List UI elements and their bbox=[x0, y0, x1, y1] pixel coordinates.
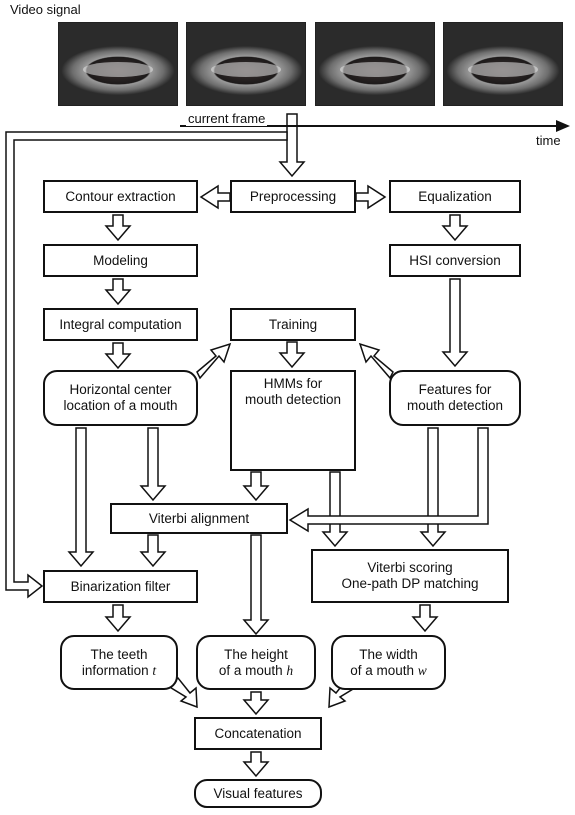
features-line-1: Features for bbox=[418, 382, 492, 397]
teeth-line-2: information bbox=[81, 662, 149, 678]
binarization-filter-box: Binarization filter bbox=[43, 570, 198, 603]
teeth-info-box: The teeth information t bbox=[60, 635, 178, 690]
horizontal-center-line-1: Horizontal center bbox=[69, 382, 172, 397]
arrow-features-to-viterbi-alignment bbox=[288, 427, 489, 533]
viterbi-scoring-line-2: One-path DP matching bbox=[341, 576, 479, 591]
arrow-hmms-to-viterbi-alignment bbox=[242, 471, 270, 502]
video-frame-4 bbox=[443, 22, 563, 106]
integral-computation-box: Integral computation bbox=[43, 308, 198, 341]
features-line-2: mouth detection bbox=[406, 398, 504, 413]
hmms-line-1: HMMs for bbox=[263, 376, 323, 391]
arrow-modeling-to-integral bbox=[104, 278, 132, 306]
arrow-binarization-to-teeth bbox=[104, 604, 132, 633]
arrow-viterbi-scoring-to-width bbox=[411, 604, 439, 633]
hmms-box: HMMs for mouth detection bbox=[230, 370, 356, 471]
visual-features-box: Visual features bbox=[194, 779, 322, 808]
viterbi-alignment-box: Viterbi alignment bbox=[110, 503, 288, 534]
height-symbol: h bbox=[286, 662, 294, 678]
preprocessing-box: Preprocessing bbox=[230, 180, 356, 213]
arrow-frame-to-preprocessing bbox=[278, 113, 306, 178]
arrow-features-to-viterbi-scoring bbox=[419, 427, 447, 548]
viterbi-scoring-box: Viterbi scoring One-path DP matching bbox=[311, 549, 509, 603]
width-symbol: w bbox=[417, 662, 427, 678]
contour-extraction-box: Contour extraction bbox=[43, 180, 198, 213]
arrow-preprocessing-to-equalization bbox=[355, 184, 387, 210]
concatenation-box: Concatenation bbox=[194, 717, 322, 750]
arrow-contour-to-modeling bbox=[104, 214, 132, 242]
arrow-hsi-to-features bbox=[441, 278, 469, 368]
time-label: time bbox=[536, 133, 561, 148]
hmms-line-2: mouth detection bbox=[244, 392, 342, 407]
horizontal-center-box: Horizontal center location of a mouth bbox=[43, 370, 198, 426]
training-box: Training bbox=[230, 308, 356, 341]
arrow-teeth-to-concatenation bbox=[166, 676, 198, 709]
width-line-1: The width bbox=[359, 646, 418, 662]
arrow-features-to-training bbox=[358, 342, 394, 380]
arrow-concatenation-to-visual bbox=[242, 751, 270, 778]
video-frame-2 bbox=[186, 22, 306, 106]
modeling-box: Modeling bbox=[43, 244, 198, 277]
teeth-symbol: t bbox=[152, 662, 157, 678]
arrow-height-to-concatenation bbox=[242, 691, 270, 716]
equalization-box: Equalization bbox=[389, 180, 521, 213]
arrow-training-to-hmms bbox=[278, 341, 306, 369]
video-frame-1 bbox=[58, 22, 178, 106]
hsi-conversion-box: HSI conversion bbox=[389, 244, 521, 277]
arrow-viterbi-alignment-to-height bbox=[242, 534, 270, 636]
viterbi-scoring-line-1: Viterbi scoring bbox=[367, 560, 453, 575]
arrow-preprocessing-to-contour bbox=[199, 184, 231, 210]
video-frame-3 bbox=[315, 22, 435, 106]
current-frame-label: current frame bbox=[186, 111, 268, 126]
features-box: Features for mouth detection bbox=[389, 370, 521, 426]
height-line-2: of a mouth bbox=[218, 662, 283, 678]
arrow-viterbi-alignment-to-binarization bbox=[139, 534, 167, 568]
arrow-equalization-to-hsi bbox=[441, 214, 469, 242]
video-signal-label: Video signal bbox=[10, 2, 81, 17]
arrow-frame-to-binarization bbox=[5, 131, 288, 599]
horizontal-center-line-2: location of a mouth bbox=[63, 398, 178, 413]
width-line-2: of a mouth bbox=[350, 662, 414, 678]
teeth-line-1: The teeth bbox=[90, 646, 148, 662]
arrow-horizontal-to-binarization bbox=[67, 427, 95, 568]
arrow-horizontal-to-training bbox=[196, 342, 232, 380]
arrow-hmms-to-viterbi-scoring bbox=[321, 471, 349, 548]
arrow-integral-to-horizontal bbox=[104, 342, 132, 370]
height-line-1: The height bbox=[224, 646, 288, 662]
mouth-height-box: The height of a mouth h bbox=[196, 635, 316, 690]
mouth-width-box: The width of a mouth w bbox=[331, 635, 446, 690]
arrow-horizontal-to-viterbi-alignment bbox=[139, 427, 167, 502]
time-axis bbox=[180, 120, 570, 132]
